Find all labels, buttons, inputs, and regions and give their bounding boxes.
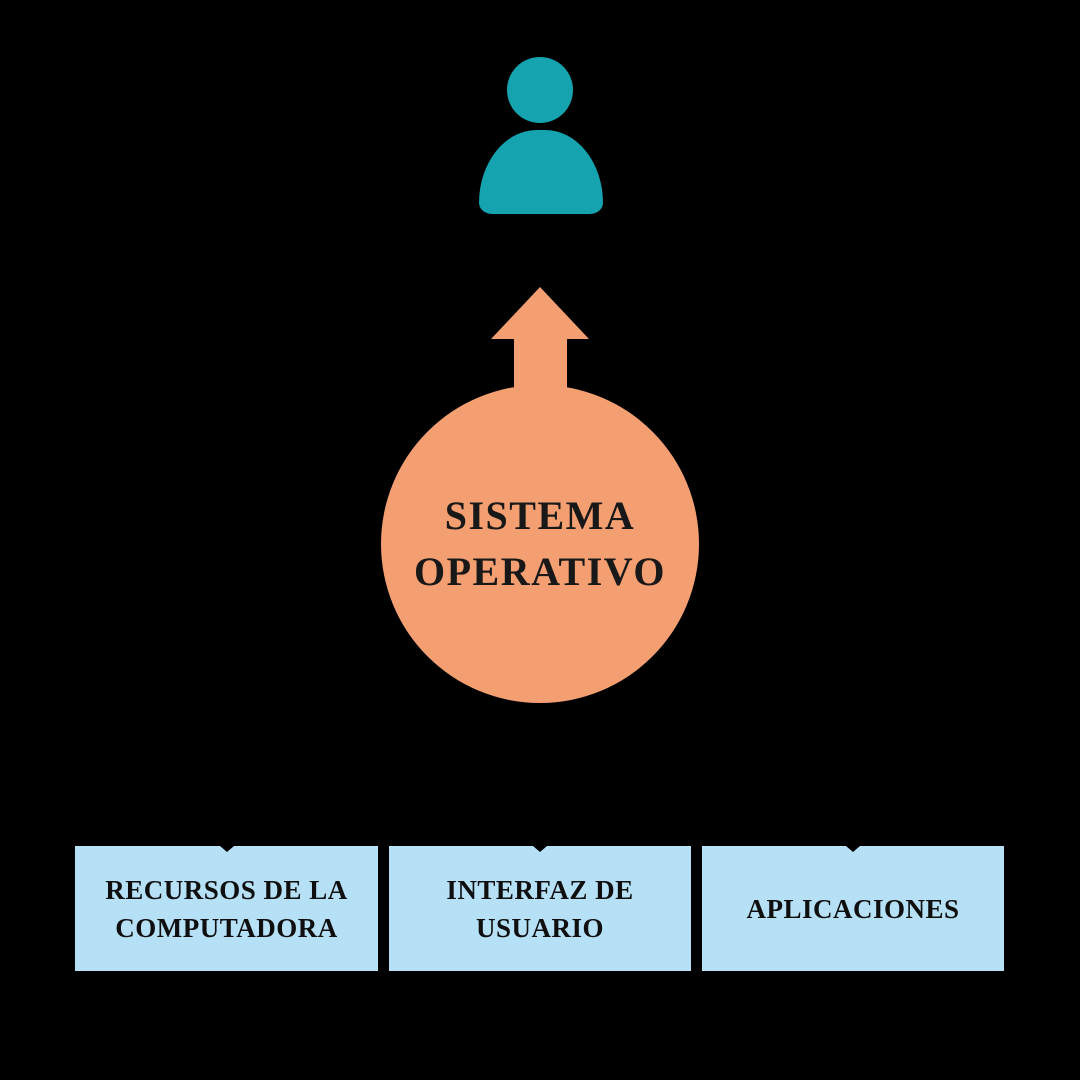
center-node-sistema-operativo: SISTEMA OPERATIVO bbox=[381, 385, 699, 703]
box-aplicaciones: APLICACIONES bbox=[702, 846, 1004, 971]
connector-arrow-tip-icon bbox=[533, 846, 547, 852]
box-recursos-label-line2: COMPUTADORA bbox=[115, 912, 338, 943]
connector-arrow-tip-icon bbox=[219, 846, 234, 852]
connector-arrow-tip-icon bbox=[846, 846, 860, 852]
box-aplicaciones-label-line1: APLICACIONES bbox=[746, 893, 960, 924]
box-interfaz-de-usuario: INTERFAZ DE USUARIO bbox=[389, 846, 691, 971]
box-interfaz-label-line2: USUARIO bbox=[475, 912, 605, 943]
center-node-label-line1: SISTEMA bbox=[444, 493, 636, 538]
box-recursos-de-la-computadora: RECURSOS DE LA COMPUTADORA bbox=[75, 846, 378, 971]
user-icon-body bbox=[479, 130, 603, 214]
box-interfaz-label-line1: INTERFAZ DE bbox=[446, 874, 634, 905]
user-icon-head bbox=[507, 57, 573, 123]
up-arrow-head bbox=[491, 287, 589, 339]
center-node-label-line2: OPERATIVO bbox=[414, 549, 666, 594]
box-recursos-label-line1: RECURSOS DE LA bbox=[105, 874, 348, 905]
